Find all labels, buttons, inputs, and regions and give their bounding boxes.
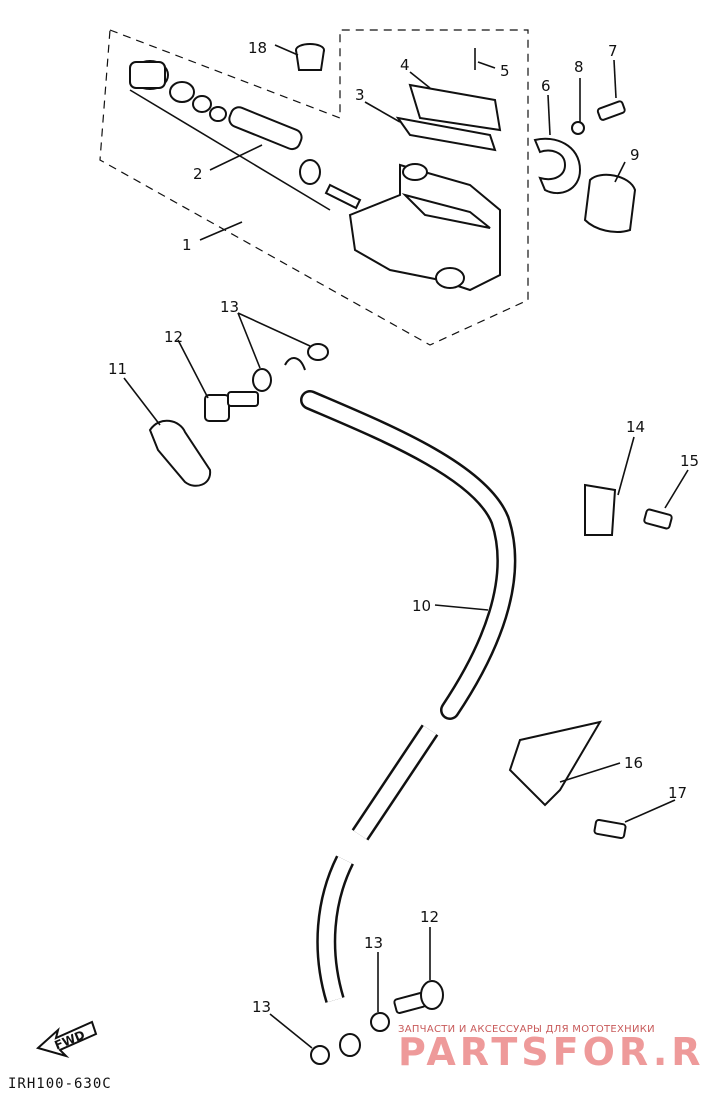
master-cylinder-body [348,163,501,292]
callout-18: 18 [248,39,267,57]
watermark-tagline: ЗАПЧАСТИ И АКСЕССУАРЫ ДЛЯ МОТОТЕХНИКИ [398,1024,655,1035]
callout-13-lower-2: 13 [252,998,271,1016]
callout-12-upper: 12 [164,328,183,346]
callout-7: 7 [608,42,618,60]
reservoir-cap-assembly [395,48,502,152]
diagram-code: IRH100-630C [8,1076,112,1092]
callout-15: 15 [680,452,699,470]
watermark: ЗАПЧАСТИ И АКСЕССУАРЫ ДЛЯ МОТОТЕХНИКИ PA… [398,1024,707,1074]
callout-12-lower: 12 [420,908,439,926]
callout-6: 6 [541,77,551,95]
callout-11: 11 [108,360,127,378]
callout-14: 14 [626,418,645,436]
callout-4: 4 [400,56,410,74]
leader-lines [123,44,689,1049]
callout-1: 1 [182,236,192,254]
callout-2: 2 [193,165,203,183]
callout-numbers: 18 5 4 3 7 8 6 9 2 1 13 12 11 14 15 10 1… [108,39,699,1016]
brake-hose [284,357,517,1057]
hose-guide-bracket [508,720,627,840]
callout-3: 3 [355,86,365,104]
copper-washer-upper [307,343,329,361]
callout-13-lower-1: 13 [364,934,383,952]
callout-8: 8 [574,58,584,76]
hose-clamp [584,483,673,536]
callout-17: 17 [668,784,687,802]
callout-13-upper: 13 [220,298,239,316]
reservoir-plug [295,43,325,71]
copper-washer-lower-1 [370,1012,390,1032]
union-bolt-upper [204,368,272,422]
copper-washer-lower-2 [310,1045,330,1065]
union-bolt-lower [393,980,444,1014]
fwd-arrow-icon: FWD [35,1020,98,1059]
rubber-boot [148,419,212,487]
callout-16: 16 [624,754,643,772]
callout-5: 5 [500,62,510,80]
callout-10: 10 [412,597,431,615]
watermark-brand: PARTSFOR.RU [398,1030,707,1074]
handlebar-holder-group [533,100,637,233]
piston-kit [129,60,362,211]
callout-9: 9 [630,146,640,164]
